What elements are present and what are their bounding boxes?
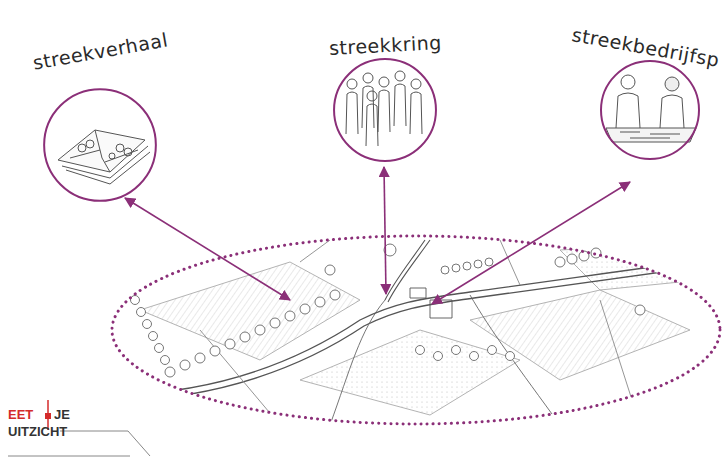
- circle-heading: streekbedrijfsp: [570, 23, 721, 71]
- picture-circle: [43, 88, 157, 202]
- circle-heading: streekkring: [328, 31, 442, 59]
- circle-outline: [333, 58, 437, 162]
- circle-heading: streekverhaal: [31, 28, 169, 73]
- logo-text: UITZICHT: [8, 424, 67, 439]
- circle-outline: [600, 60, 700, 160]
- logo-text: EET: [8, 407, 33, 422]
- logo-text: JE: [54, 407, 70, 422]
- picture-circle: [600, 60, 700, 160]
- circle-outline: [43, 88, 157, 202]
- picture-circle: [333, 58, 437, 162]
